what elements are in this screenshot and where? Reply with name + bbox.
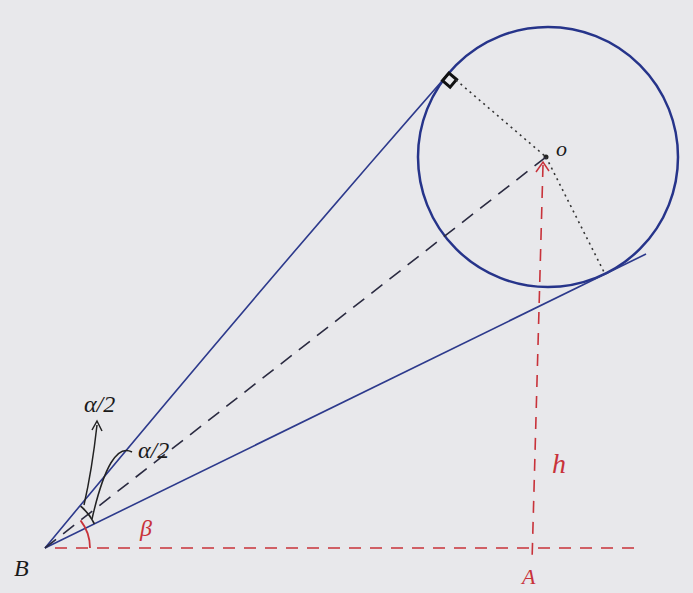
- angle-label: α/2: [84, 392, 115, 416]
- centre-line: [45, 157, 546, 548]
- horizontal-line: [55, 547, 640, 549]
- arrow-head: [536, 162, 549, 172]
- radius-line: [546, 157, 605, 274]
- point-label: A: [522, 566, 535, 588]
- leader-arrow: [84, 425, 97, 505]
- leader-line: [92, 450, 132, 519]
- arrow-head: [92, 421, 102, 431]
- circle: [418, 27, 678, 287]
- point-label: B: [14, 556, 29, 580]
- angle-label: β: [140, 516, 152, 540]
- radius-line: [456, 80, 546, 157]
- point-label: o: [556, 138, 567, 160]
- tangent-line: [45, 254, 646, 548]
- angle-arc: [81, 520, 91, 548]
- height-line: [532, 165, 543, 562]
- right-angle-mark: [443, 73, 457, 87]
- height-label: h: [552, 450, 566, 478]
- angle-label: α/2: [138, 438, 169, 462]
- tangent-line: [45, 73, 449, 548]
